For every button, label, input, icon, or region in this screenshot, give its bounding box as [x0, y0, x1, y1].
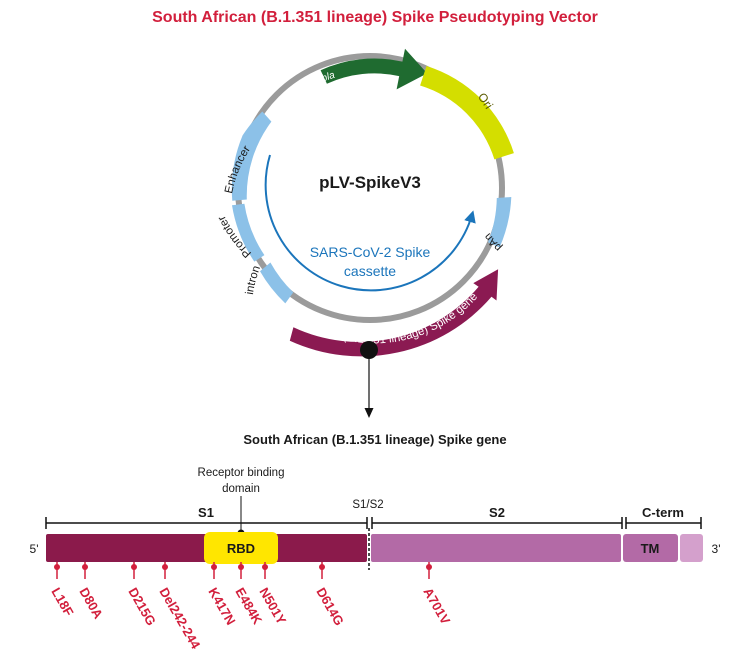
svg-text:Del242-244: Del242-244 [156, 585, 203, 652]
mutation-marker-d80a: D80A [76, 562, 106, 622]
mutation-marker-d215g: D215G [125, 562, 159, 628]
rbd-caption-line2: domain [222, 483, 260, 495]
segment-enhancer [231, 111, 272, 201]
gene-bar-rbd [204, 532, 278, 564]
bracket-s2 [371, 517, 623, 529]
gene-bar-tail [680, 534, 703, 562]
gene-pointer-dot [360, 341, 378, 359]
domain-label-rbd: RBD [227, 541, 255, 556]
gene-bar-s2 [371, 534, 621, 562]
cleavage-site-label: S1/S2 [352, 499, 383, 511]
segment-label-bla: bla [320, 70, 337, 85]
figure-title: South African (B.1.351 lineage) Spike Ps… [152, 9, 598, 26]
segment-label-intron: intron [244, 264, 263, 295]
segment-intron [260, 262, 294, 304]
segment-ori [420, 66, 514, 160]
segment-bla [320, 48, 428, 90]
mutation-marker-del242-244: Del242-244 [156, 562, 204, 652]
three-prime-label: 3' [712, 542, 721, 556]
plasmid-name: pLV-SpikeV3 [319, 173, 421, 192]
mutation-marker-d614g: D614G [313, 562, 347, 628]
gene-title: South African (B.1.351 lineage) Spike ge… [243, 432, 506, 447]
region-label-s2: S2 [489, 505, 505, 520]
segment-spike [289, 269, 499, 357]
cassette-arrow [264, 154, 476, 292]
svg-text:A701V: A701V [420, 585, 453, 627]
svg-text:D614G: D614G [313, 585, 347, 628]
bracket-cterm [625, 517, 702, 529]
rbd-caption-line1: Receptor binding [198, 467, 285, 479]
mutation-marker-a701v: A701V [420, 562, 453, 627]
cassette-label-line1: SARS-CoV-2 Spike [310, 244, 431, 260]
svg-text:L18F: L18F [48, 585, 76, 619]
segment-promoter [232, 203, 265, 262]
region-label-cterm: C-term [642, 505, 684, 520]
gene-bar-tm [623, 534, 678, 562]
domain-label-tm: TM [641, 541, 660, 556]
cassette-label-line2: cassette [344, 263, 396, 279]
mutation-marker-l18f: L18F [48, 562, 77, 619]
region-label-s1: S1 [198, 505, 214, 520]
five-prime-label: 5' [30, 542, 39, 556]
mutation-marker-k417n: K417N [205, 562, 239, 628]
bracket-s1 [45, 517, 368, 529]
gene-pointer-arrowhead [364, 408, 374, 418]
svg-text:D215G: D215G [125, 585, 159, 628]
svg-text:D80A: D80A [76, 585, 106, 622]
segment-pan [488, 197, 512, 248]
